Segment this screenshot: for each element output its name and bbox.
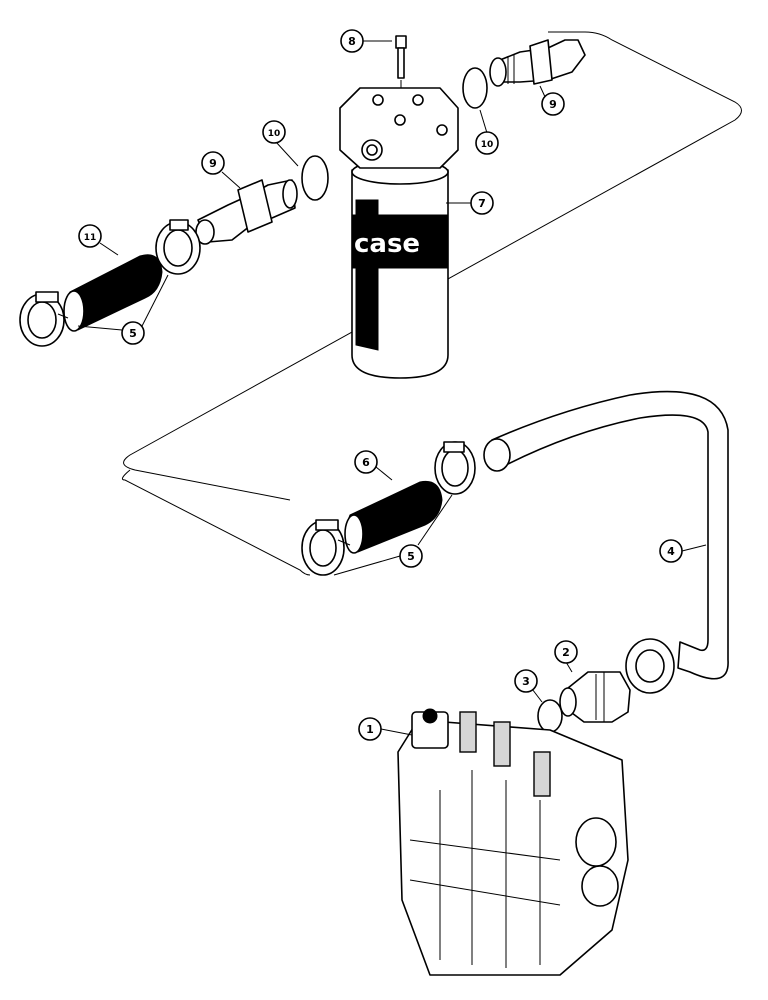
hose-clamp-upper-right-part — [155, 219, 201, 275]
tube-part — [483, 390, 729, 694]
callout-8-label: 8 — [348, 35, 356, 48]
callout-10-left: 10 — [262, 120, 286, 144]
fitting-2-part — [559, 671, 631, 723]
o-ring-left-part — [301, 155, 329, 201]
callout-9-left-label: 9 — [209, 157, 217, 170]
callout-10-right: 10 — [475, 131, 499, 155]
callout-3: 3 — [514, 669, 538, 693]
callout-9-left: 9 — [201, 151, 225, 175]
callout-1-label: 1 — [366, 723, 374, 736]
filter-brand-label: case — [354, 229, 420, 259]
callout-11: 11 — [78, 224, 102, 248]
callout-5-lower-label: 5 — [407, 550, 415, 563]
fitting-right-part — [489, 39, 586, 87]
filter-assembly-part: case — [339, 87, 459, 379]
callout-5-upper-label: 5 — [129, 327, 137, 340]
callout-4-label: 4 — [667, 545, 675, 558]
hose-routing-line — [123, 31, 742, 501]
fitting-left-part — [195, 179, 298, 245]
callout-6: 6 — [354, 450, 378, 474]
hose-clamp-middle-right-part — [434, 441, 476, 495]
hose-routing-line-lower — [121, 469, 311, 576]
callout-2: 2 — [554, 640, 578, 664]
callout-9-right: 9 — [541, 92, 565, 116]
callout-8: 8 — [340, 29, 364, 53]
callout-7-label: 7 — [478, 197, 486, 210]
hose-clamp-middle-left-part — [301, 519, 351, 576]
callout-4: 4 — [659, 539, 683, 563]
callout-5-lower: 5 — [399, 544, 423, 568]
callout-1: 1 — [358, 717, 382, 741]
hose-6-part — [344, 480, 443, 554]
control-valve-part — [397, 708, 629, 976]
callout-3-label: 3 — [522, 675, 530, 688]
callout-10-right-label: 10 — [481, 140, 494, 150]
callout-11-label: 11 — [84, 233, 97, 243]
callout-9-right-label: 9 — [549, 98, 557, 111]
o-ring-3-part — [537, 699, 563, 733]
hose-clamp-upper-left-part — [19, 291, 69, 347]
callout-10-left-label: 10 — [268, 129, 281, 139]
callout-7: 7 — [470, 191, 494, 215]
leader-lines — [77, 40, 707, 736]
callout-6-label: 6 — [362, 456, 370, 469]
callout-5-upper: 5 — [121, 321, 145, 345]
hose-11-part — [63, 254, 163, 332]
bolt-part — [395, 35, 407, 92]
o-ring-right-part — [462, 67, 488, 109]
callout-2-label: 2 — [562, 646, 570, 659]
